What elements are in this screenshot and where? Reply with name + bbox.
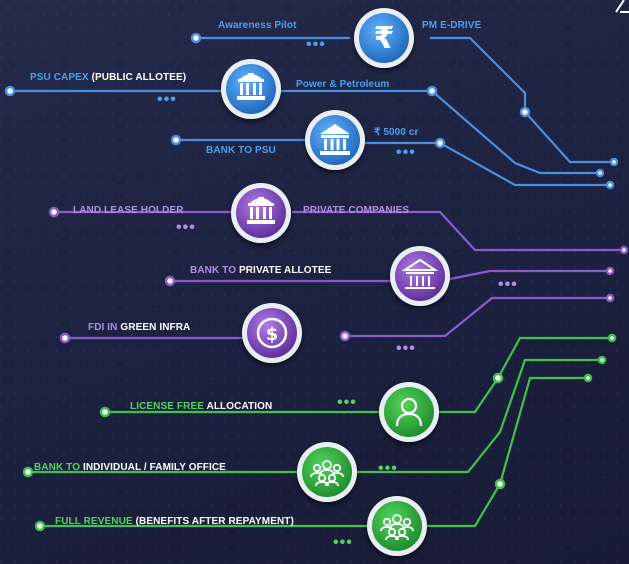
ellipsis-bank-private: ••• (498, 276, 518, 293)
label-psu-capex-prefix: PSU CAPEX (30, 72, 89, 83)
label-bank-to-private-prefix: BANK TO (190, 265, 237, 276)
label-fdi-green-infra: FDI IN GREEN INFRA (88, 322, 190, 333)
government-building-icon (231, 183, 291, 243)
ellipsis-5000: ••• (396, 144, 416, 161)
label-private-companies: PRIVATE COMPANIES (303, 205, 410, 216)
government-building-icon (221, 59, 281, 119)
purple-lines (54, 210, 624, 340)
group-icon (297, 442, 357, 502)
label-license-prefix: LICENSE FREE (130, 401, 204, 412)
label-bank-individual-suffix: INDIVIDUAL / FAMILY OFFICE (82, 462, 226, 473)
rupee-icon: ₹ (354, 8, 414, 68)
endpoint-dots (4, 32, 629, 532)
ellipsis-bank-individual: ••• (378, 460, 398, 477)
person-icon (379, 382, 439, 442)
group-icon (367, 496, 427, 556)
label-pm-edrive: PM E-DRIVE (422, 20, 482, 31)
label-land-lease-holder: LAND LEASE HOLDER (73, 205, 184, 216)
label-psu-capex-suffix: (PUBLIC ALLOTEE) (91, 72, 187, 83)
label-awareness-pilot: Awareness Pilot (218, 20, 297, 31)
blue-lines (10, 36, 614, 187)
line-5000 (360, 141, 610, 187)
dollar-coin-icon: $ (242, 303, 302, 363)
label-bank-individual: BANK TO INDIVIDUAL / FAMILY OFFICE (34, 462, 226, 473)
bank-icon (305, 110, 365, 170)
label-fdi-suffix: GREEN INFRA (120, 322, 191, 333)
svg-text:$: $ (266, 324, 279, 345)
line-full-revenue-right (415, 376, 588, 528)
label-fdi-prefix: FDI IN (88, 322, 118, 333)
ellipsis-awareness: ••• (306, 36, 326, 53)
label-bank-to-private: BANK TO PRIVATE ALLOTEE (190, 265, 331, 276)
label-psu-capex: PSU CAPEX (PUBLIC ALLOTEE) (30, 72, 186, 83)
label-license-suffix: ALLOCATION (206, 401, 273, 412)
line-power (280, 89, 600, 175)
line-fdi-right (345, 296, 610, 338)
label-full-revenue-suffix: (BENEFITS AFTER REPAYMENT) (135, 516, 294, 527)
ellipsis-full-revenue: ••• (333, 534, 353, 551)
label-full-revenue-prefix: FULL REVENUE (55, 516, 133, 527)
label-full-revenue: FULL REVENUE (BENEFITS AFTER REPAYMENT) (55, 516, 294, 527)
line-bank-private-right (439, 269, 610, 283)
ellipsis-land-lease: ••• (176, 219, 196, 236)
svg-text:₹: ₹ (374, 21, 395, 56)
ellipsis-license: ••• (337, 394, 357, 411)
ellipsis-psu-capex: ••• (157, 91, 177, 108)
bank-icon (390, 246, 450, 306)
corner-accent (615, 0, 629, 13)
label-power-petroleum: Power & Petroleum (296, 79, 390, 90)
label-5000-cr: ₹ 5000 cr (374, 127, 419, 138)
label-license-free: LICENSE FREE ALLOCATION (130, 401, 272, 412)
label-bank-individual-prefix: BANK TO (34, 462, 81, 473)
ellipsis-fdi: ••• (396, 340, 416, 357)
line-pmedrive (430, 36, 614, 164)
line-private-co (292, 210, 624, 252)
line-bank-individual-right (352, 358, 602, 474)
label-bank-to-psu: BANK TO PSU (206, 145, 276, 156)
label-bank-to-private-suffix: PRIVATE ALLOTEE (238, 265, 332, 276)
